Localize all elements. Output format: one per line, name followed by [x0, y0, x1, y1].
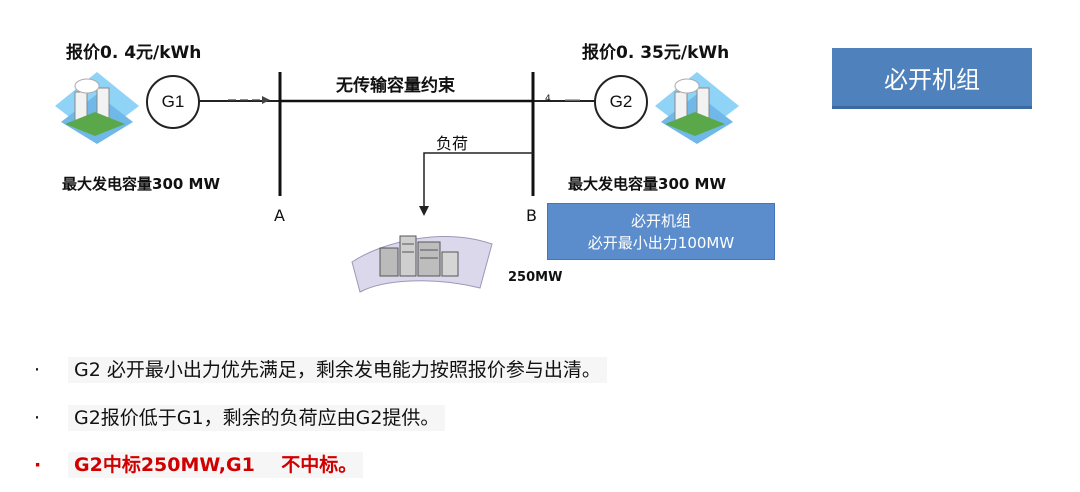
- bullet-marker: ·: [34, 359, 41, 381]
- bullet-text: G2报价低于G1，剩余的负荷应由G2提供。: [68, 405, 446, 431]
- bullet-3: · G2中标250MW,G1 不中标。: [34, 450, 364, 478]
- load-branch-line: [423, 152, 533, 210]
- must-run-line2: 必开最小出力100MW: [587, 234, 735, 252]
- title-box: 必开机组: [832, 48, 1032, 109]
- network-diagram: [55, 72, 739, 293]
- power-plant-icon-left: [55, 72, 139, 144]
- g1-capacity: 最大发电容量300 MW: [62, 175, 221, 193]
- bullet-1: · G2 必开最小出力优先满足，剩余发电能力按照报价参与出清。: [34, 355, 607, 383]
- city-load-icon: [351, 235, 493, 293]
- bus-b-label: B: [526, 206, 537, 225]
- generator-g2: G2: [594, 75, 648, 129]
- g2-price: 报价0. 35元/kWh: [582, 43, 730, 63]
- bullet-text: G2 必开最小出力优先满足，剩余发电能力按照报价参与出清。: [68, 357, 607, 383]
- load-label: 负荷: [436, 134, 469, 153]
- bullet-text: G2中标250MW,G1 不中标。: [68, 452, 364, 478]
- power-plant-icon-right: [655, 72, 739, 144]
- bullet-marker: ·: [34, 454, 42, 476]
- g2-capacity: 最大发电容量300 MW: [568, 175, 727, 193]
- bus-a-label: A: [274, 206, 285, 225]
- load-value: 250MW: [508, 270, 563, 285]
- generator-g1: G1: [146, 75, 200, 129]
- load-arrow-icon: [419, 206, 429, 216]
- must-run-info-box: 必开机组 必开最小出力100MW: [547, 203, 775, 260]
- bullet-marker: ·: [34, 407, 41, 429]
- g2-flow-mark: 4: [545, 94, 551, 104]
- must-run-line1: 必开机组: [630, 212, 691, 230]
- line-constraint-label: 无传输容量约束: [336, 76, 455, 96]
- bullet-2: · G2报价低于G1，剩余的负荷应由G2提供。: [34, 403, 446, 431]
- g1-price: 报价0. 4元/kWh: [66, 43, 202, 63]
